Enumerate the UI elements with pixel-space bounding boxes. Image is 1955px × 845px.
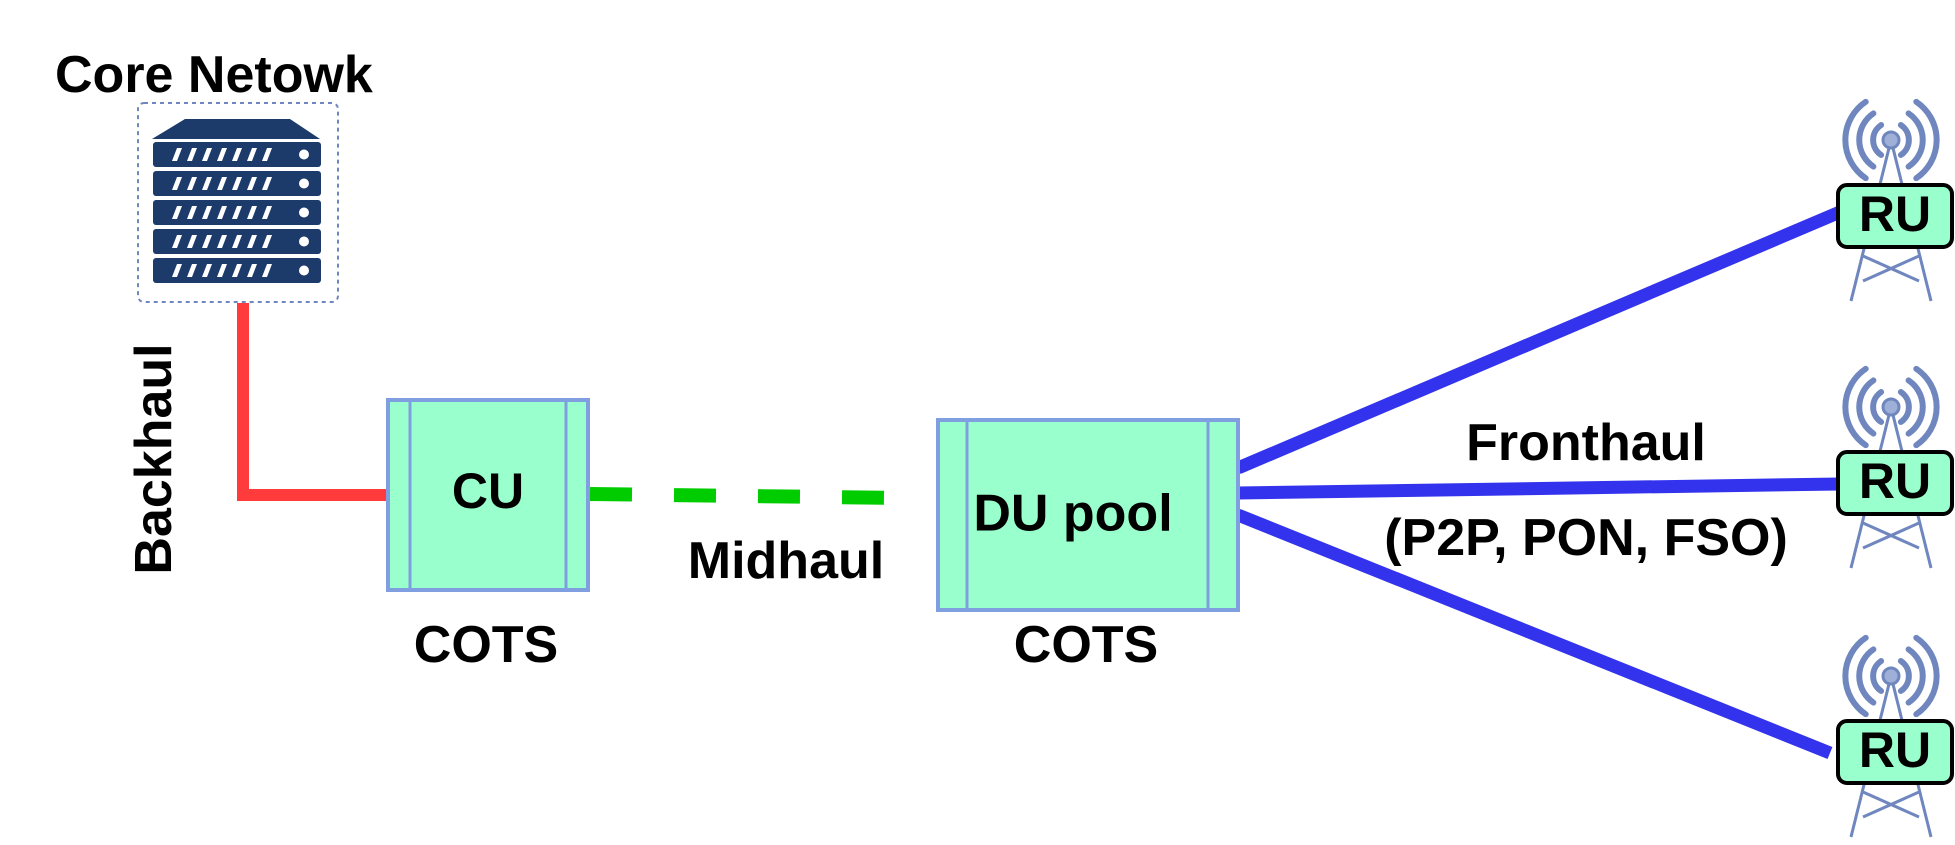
cu-label: CU <box>452 463 524 519</box>
rack-unit <box>153 200 321 225</box>
fronthaul-link-bottom <box>1235 508 1833 760</box>
rack-unit <box>153 142 321 167</box>
server-rack-icon <box>137 102 339 303</box>
ru-box <box>1836 183 1954 249</box>
ru-label: RU <box>1859 722 1931 778</box>
cu-box <box>386 398 590 592</box>
rack-unit <box>153 258 321 283</box>
du-pool-label: DU pool <box>973 485 1172 543</box>
midhaul-link <box>589 487 904 505</box>
du-cots-label: COTS <box>1014 616 1158 674</box>
midhaul-label: Midhaul <box>688 532 884 590</box>
backhaul-link <box>237 303 388 501</box>
cell-tower-icon <box>1842 365 1940 569</box>
du-pool-box <box>936 418 1240 612</box>
ru-box <box>1836 450 1954 516</box>
core-network-label: Core Netowk <box>55 46 373 104</box>
backhaul-label: Backhaul <box>125 343 183 574</box>
fronthaul-link-top <box>1235 206 1843 474</box>
radio-unit: RU <box>1836 365 1954 569</box>
fronthaul-label: Fronthaul <box>1466 414 1706 472</box>
radio-unit: RU <box>1836 634 1954 838</box>
radio-unit: RU <box>1836 98 1954 302</box>
rack-unit <box>153 229 321 254</box>
fronthaul-link-middle <box>1237 477 1841 500</box>
ru-box <box>1836 719 1954 785</box>
fronthaul-options-label: (P2P, PON, FSO) <box>1384 509 1788 567</box>
cu-cots-label: COTS <box>414 616 558 674</box>
ru-label: RU <box>1859 186 1931 242</box>
rack-unit <box>153 171 321 196</box>
ru-label: RU <box>1859 453 1931 509</box>
